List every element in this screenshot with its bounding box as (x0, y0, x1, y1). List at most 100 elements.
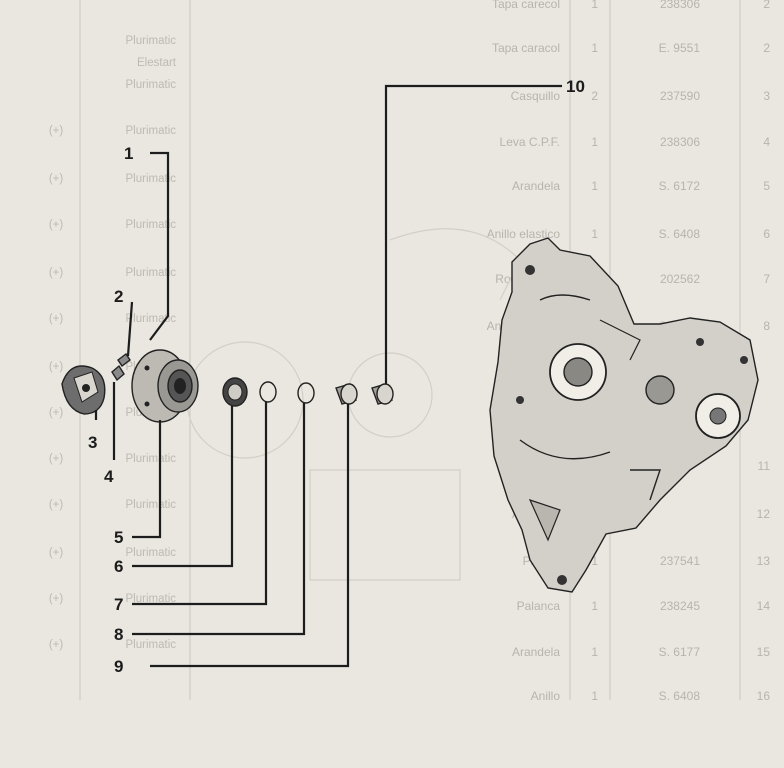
ghost-plus-mark: (+) (49, 407, 64, 419)
ghost-row-index: 2 (763, 41, 770, 55)
ghost-plus-mark: (+) (49, 499, 64, 511)
ghost-row-code: 237590 (660, 89, 700, 103)
ghost-row-index: 8 (763, 319, 770, 333)
ghost-row-code: S. 6408 (659, 689, 701, 703)
callout-3: 3 (88, 433, 97, 452)
ghost-model-label: Plurimatic (126, 267, 177, 279)
callout-1: 1 (124, 144, 133, 163)
ghost-plus-mark: (+) (49, 593, 64, 605)
ghost-model-column: PlurimaticElestartPlurimaticPlurimatic(+… (49, 35, 177, 651)
ghost-row: 6 S. 6408 1 Anillo elastico (487, 227, 771, 241)
part-9-bushing (335, 383, 358, 405)
part-2-pin (117, 352, 131, 368)
ghost-plus-mark: (+) (49, 219, 64, 231)
ghost-row-code: 238306 (660, 135, 700, 149)
ghost-row-code: 238306 (660, 0, 700, 11)
ghost-row: 5 S. 6172 1 Arandela (512, 179, 770, 193)
ghost-row-desc: Tapa carecol (492, 0, 560, 11)
ghost-row-code: 237541 (660, 554, 700, 568)
ghost-row-qty: 1 (591, 689, 598, 703)
ghost-row-index: 14 (757, 599, 771, 613)
callout-5: 5 (114, 528, 123, 547)
ghost-row-code: 238245 (660, 599, 700, 613)
ghost-plus-mark: (+) (49, 639, 64, 651)
ghost-row-index: 6 (763, 227, 770, 241)
ghost-model-label: Plurimatic (126, 219, 177, 231)
ghost-header-label: Plurimatic (126, 35, 177, 47)
ghost-row-desc: Anillo elastico (487, 227, 561, 241)
ghost-row-code: S. 6172 (659, 179, 701, 193)
ghost-row-index: 16 (757, 689, 771, 703)
ghost-model-label: Plurimatic (126, 639, 177, 651)
ghost-row-qty: 1 (591, 0, 598, 11)
ghost-row-qty: 1 (591, 41, 598, 55)
callout-9: 9 (114, 657, 123, 676)
ghost-row: 16 S. 6408 1 Anillo (531, 689, 771, 703)
callout-6: 6 (114, 557, 123, 576)
ghost-row-index: 13 (757, 554, 771, 568)
ghost-row-index: 12 (757, 507, 771, 521)
ghost-row-desc: Arandela (512, 179, 560, 193)
ghost-plus-mark: (+) (49, 453, 64, 465)
ghost-row: 14 238245 1 Palanca (517, 599, 771, 613)
ghost-row: 2 238306 1 Tapa carecol (492, 0, 770, 11)
ghost-model-label: Plurimatic (126, 499, 177, 511)
callout-8: 8 (114, 625, 123, 644)
callout-labels: 1 2 3 4 5 6 7 8 9 10 (88, 77, 585, 676)
ghost-row-qty: 1 (591, 599, 598, 613)
ghost-plus-mark: (+) (49, 125, 64, 137)
ghost-row-qty: 1 (591, 554, 598, 568)
ghost-row-qty: 1 (591, 645, 598, 659)
ghost-model-label: Plurimatic (126, 547, 177, 559)
callout-7: 7 (114, 595, 123, 614)
ghost-row-desc: Tapa caracol (492, 41, 560, 55)
ghost-model-label: Plurimatic (126, 125, 177, 137)
ghost-header-label: Plurimatic (126, 79, 177, 91)
ghost-row-index: 15 (757, 645, 771, 659)
ghost-row-qty: 1 (591, 227, 598, 241)
ghost-drawing (186, 228, 521, 581)
part-7-ring (259, 381, 277, 403)
ghost-row-code: S. 6408 (659, 227, 701, 241)
part-10-bushing (371, 383, 394, 405)
ghost-row-index: 5 (763, 179, 770, 193)
ghost-plus-mark: (+) (49, 361, 64, 373)
part-6-bearing (222, 377, 248, 407)
callout-4: 4 (104, 467, 114, 486)
callout-2: 2 (114, 287, 123, 306)
ghost-header-label: Elestart (137, 57, 177, 69)
ghost-row-qty: 2 (591, 89, 598, 103)
crankcase-housing (489, 237, 759, 593)
ghost-plus-mark: (+) (49, 547, 64, 559)
ghost-row: 15 S. 6177 1 Arandela (512, 645, 770, 659)
ghost-row-code: S. 6177 (659, 645, 701, 659)
ghost-row-code: 202562 (660, 272, 700, 286)
ghost-model-label: Plurimatic (126, 173, 177, 185)
ghost-row-desc: Anillo (531, 689, 561, 703)
part-4-pin (111, 364, 125, 382)
ghost-row-qty: 1 (591, 135, 598, 149)
ghost-plus-mark: (+) (49, 267, 64, 279)
part-8-ring (297, 382, 315, 404)
ghost-row-desc: Arandela (512, 645, 560, 659)
ghost-row-desc: Casquillo (511, 89, 561, 103)
ghost-row-desc: Palanca (517, 599, 561, 613)
ghost-row-index: 4 (763, 135, 770, 149)
ghost-model-label: Plurimatic (126, 593, 177, 605)
ghost-row-index: 7 (763, 272, 770, 286)
part-3-plate (61, 365, 106, 415)
ghost-row-index: 11 (758, 459, 771, 473)
ghost-row-index: 3 (763, 89, 770, 103)
leader-lines (94, 84, 562, 668)
ghost-row: 3 237590 2 Casquillo (511, 89, 771, 103)
ghost-model-label: Plurimatic (126, 453, 177, 465)
ghost-plus-mark: (+) (49, 313, 64, 325)
ghost-row-desc: Leva C.P.F. (500, 135, 560, 149)
callout-10: 10 (566, 77, 585, 96)
ghost-row-qty: 1 (591, 179, 598, 193)
ghost-row-index: 2 (763, 0, 770, 11)
ghost-row: 4 238306 1 Leva C.P.F. (500, 135, 771, 149)
ghost-plus-mark: (+) (49, 173, 64, 185)
